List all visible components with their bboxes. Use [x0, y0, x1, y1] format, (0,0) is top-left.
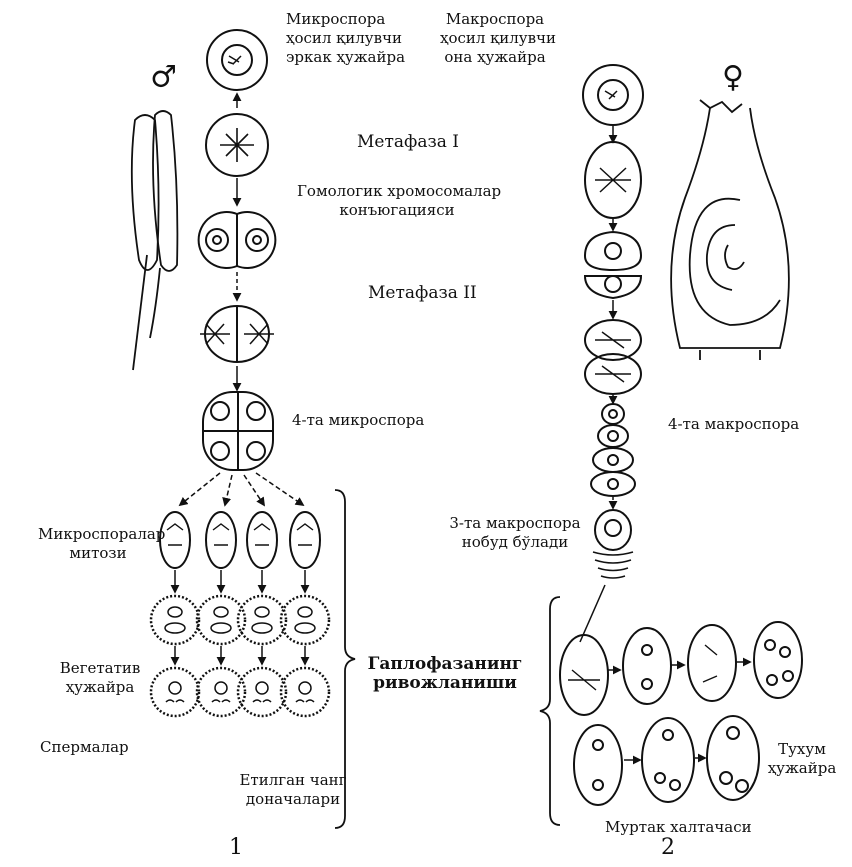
sperms-label: Спермалар	[40, 738, 129, 757]
microspore-mother-line-2: ҳосил қилувчи	[286, 29, 382, 48]
microspore-mitosis-line-1: Микроспоралар	[38, 525, 158, 544]
pollen-grains-row-1	[151, 596, 329, 644]
metaphase-2-cells-left	[200, 306, 274, 362]
haplophase-line-1: Гаплофазанинг	[360, 655, 530, 674]
egg-cell-line-2: ҳужайра	[762, 759, 842, 778]
degenerating-macrospores	[593, 510, 633, 578]
female-symbol: ♀	[722, 68, 744, 87]
metaphase-2-cells-right	[585, 320, 641, 394]
microspore-mother-line-3: эркак ҳужайра	[286, 48, 382, 67]
vegetative-cell-label: Вегетатив ҳужайра	[50, 659, 150, 697]
dyad-cells-left	[199, 212, 276, 268]
macrospore-mother-cell	[583, 65, 643, 125]
mature-pollen-line-2: доначалари	[238, 790, 348, 809]
three-degenerate-line-1: 3-та макроспора	[440, 514, 590, 533]
vegetative-cell-line-2: ҳужайра	[50, 678, 150, 697]
metaphase-2-label: Метафаза II	[368, 284, 477, 303]
mature-pollen-line-1: Етилган чанг	[238, 771, 348, 790]
microspore-mitosis-label: Микроспоралар митози	[38, 525, 158, 563]
microspore-mother-cell	[207, 30, 267, 90]
haplophase-line-2: ривожланиши	[360, 674, 530, 693]
four-macrospores-label: 4-та макроспора	[668, 415, 799, 434]
tetrad-macrospores	[591, 404, 635, 496]
mature-pollen-grains	[151, 668, 329, 716]
embryo-sac-stages	[560, 622, 802, 715]
microspore-mitosis-cells	[160, 512, 320, 568]
tetrad-microspores	[203, 392, 273, 470]
metaphase-1-cell-right	[585, 142, 641, 218]
haplophase-label: Гаплофазанинг ривожланиши	[360, 655, 530, 693]
metaphase-1-cell-left	[206, 114, 268, 176]
mature-pollen-label: Етилган чанг доначалари	[238, 771, 348, 809]
embryo-sac-brace	[540, 597, 560, 825]
pistil-illustration	[671, 100, 789, 360]
microspore-mitosis-line-2: митози	[38, 544, 158, 563]
metaphase-1-label: Метафаза I	[357, 133, 459, 152]
dyad-cells-right	[585, 232, 641, 298]
three-degenerate-line-2: нобуд бўлади	[440, 533, 590, 552]
vegetative-cell-line-1: Вегетатив	[50, 659, 150, 678]
mature-embryo-sacs	[574, 716, 759, 805]
four-microspores-label: 4-та микроспора	[292, 411, 424, 430]
egg-cell-label: Тухум ҳужайра	[762, 740, 842, 778]
conjugation-line-2: конъюгацияси	[297, 201, 497, 220]
stamen-illustration	[132, 111, 178, 370]
embryo-sac-label: Муртак халтачаси	[605, 818, 745, 837]
conjugation-label: Гомологик хромосомалар конъюгацияси	[297, 182, 497, 220]
egg-cell-line-1: Тухум	[762, 740, 842, 759]
figure-number-1: 1	[229, 838, 243, 857]
figure-number-2: 2	[661, 838, 675, 857]
macrospore-mother-line-2: ҳосил қилувчи	[440, 29, 550, 48]
macrospore-mother-label: Макроспора ҳосил қилувчи она ҳужайра	[440, 10, 550, 67]
male-symbol: ♂	[150, 68, 177, 87]
macrospore-mother-line-1: Макроспора	[440, 10, 550, 29]
microspore-mother-label: Микроспора ҳосил қилувчи эркак ҳужайра	[286, 10, 382, 67]
three-degenerate-label: 3-та макроспора нобуд бўлади	[440, 514, 590, 552]
conjugation-line-1: Гомологик хромосомалар	[297, 182, 497, 201]
macrospore-mother-line-3: она ҳужайра	[440, 48, 550, 67]
microspore-mother-line-1: Микроспора	[286, 10, 382, 29]
